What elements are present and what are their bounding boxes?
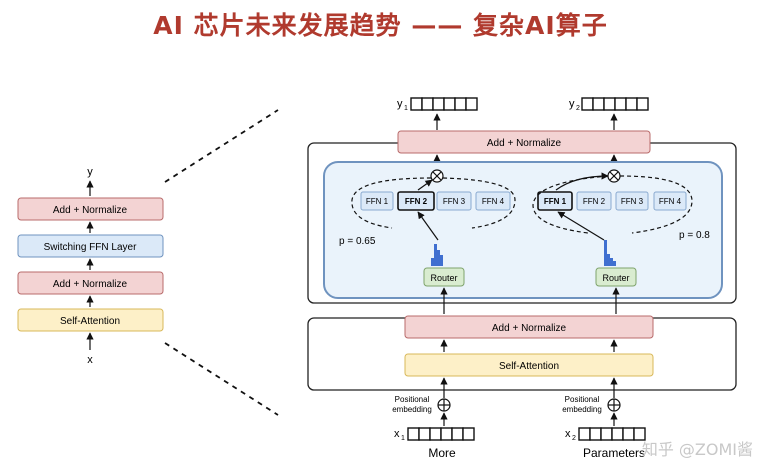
input-x2: x 2 [565,427,646,442]
watermark: 知乎 @ZOMI酱 [641,440,753,459]
output-y1-vector [410,97,478,111]
right-ffn2-label: FFN 2 [583,197,606,206]
left-ffn1-box [360,191,394,211]
pos-emb-left-line1: Positional [395,395,430,404]
right-ffn3-box [615,191,649,211]
left-ffn1-label: FFN 1 [366,197,389,206]
y1-label: y [397,98,403,110]
right-expert-group: FFN 1 FFN 2 FFN 3 FFN 4 [537,191,687,211]
token-parameters: Parameters [583,446,645,460]
token-more: More [428,446,456,460]
combine-right [607,169,621,183]
left-switching-ffn-label: Switching FFN Layer [44,242,137,253]
y1-subscript: 1 [404,105,408,112]
left-add-normalize-mid [17,271,164,295]
left-ffn2-box [397,191,435,211]
right-add-normalize-bottom-label: Add + Normalize [492,323,567,334]
left-self-attention [17,308,164,332]
y2-label: y [569,98,575,110]
router-right [595,267,637,287]
right-add-normalize-top [397,130,651,154]
right-self-attention [404,353,654,377]
right-ffn1-box [537,191,573,211]
left-transformer-block: y Add + Normalize Switching FFN Layer Ad… [17,166,164,366]
output-y2: y 2 [569,97,649,112]
output-y1: y 1 [397,97,478,112]
right-ffn3-label: FFN 3 [621,197,644,206]
p-right-label: p = 0.8 [679,230,710,241]
y2-subscript: 2 [576,105,580,112]
right-add-normalize-bottom [404,315,654,339]
left-ffn3-label: FFN 3 [443,197,466,206]
router-histogram-right [604,240,616,266]
pos-emb-right-line1: Positional [565,395,600,404]
zoom-line-top [164,109,279,183]
output-y2-vector [581,97,649,111]
switching-ffn-layer [323,161,723,299]
right-self-attention-label: Self-Attention [499,361,559,372]
combine-left [430,169,444,183]
input-x2-vector [578,427,646,441]
pos-add-right [607,398,621,412]
left-add-normalize-mid-label: Add + Normalize [53,279,128,290]
left-ffn2-label: FFN 2 [405,197,428,206]
left-ffn4-label: FFN 4 [482,197,505,206]
x1-label: x [394,428,400,440]
slide-title: AI 芯片未来发展趋势 —— 复杂AI算子 [153,11,608,40]
left-add-normalize-top-label: Add + Normalize [53,205,128,216]
input-x1: x 1 [394,427,475,442]
right-ffn1-label: FFN 1 [544,197,567,206]
router-left [423,267,465,287]
router-right-label: Router [602,273,629,283]
x2-subscript: 2 [572,435,576,442]
left-self-attention-label: Self-Attention [60,316,120,327]
left-x-label: x [87,354,93,366]
right-ffn4-label: FFN 4 [659,197,682,206]
x2-label: x [565,428,571,440]
input-x1-vector [407,427,475,441]
left-switching-ffn-layer [17,234,164,258]
right-ffn4-box [653,191,687,211]
x1-subscript: 1 [401,435,405,442]
zoom-line-bottom [164,342,279,416]
right-ffn2-box [576,191,612,211]
pos-emb-right-line2: embedding [562,405,602,414]
right-add-normalize-top-label: Add + Normalize [487,138,562,149]
pos-add-left [437,398,451,412]
p-left-label: p = 0.65 [339,236,376,247]
left-y-label: y [87,166,93,178]
pos-emb-left-line2: embedding [392,405,432,414]
router-left-label: Router [430,273,457,283]
left-add-normalize-top [17,197,164,221]
left-ffn4-box [475,191,511,211]
router-histogram-left [431,244,443,266]
left-expert-group: FFN 1 FFN 2 FFN 3 FFN 4 [360,191,511,211]
left-ffn3-box [436,191,472,211]
